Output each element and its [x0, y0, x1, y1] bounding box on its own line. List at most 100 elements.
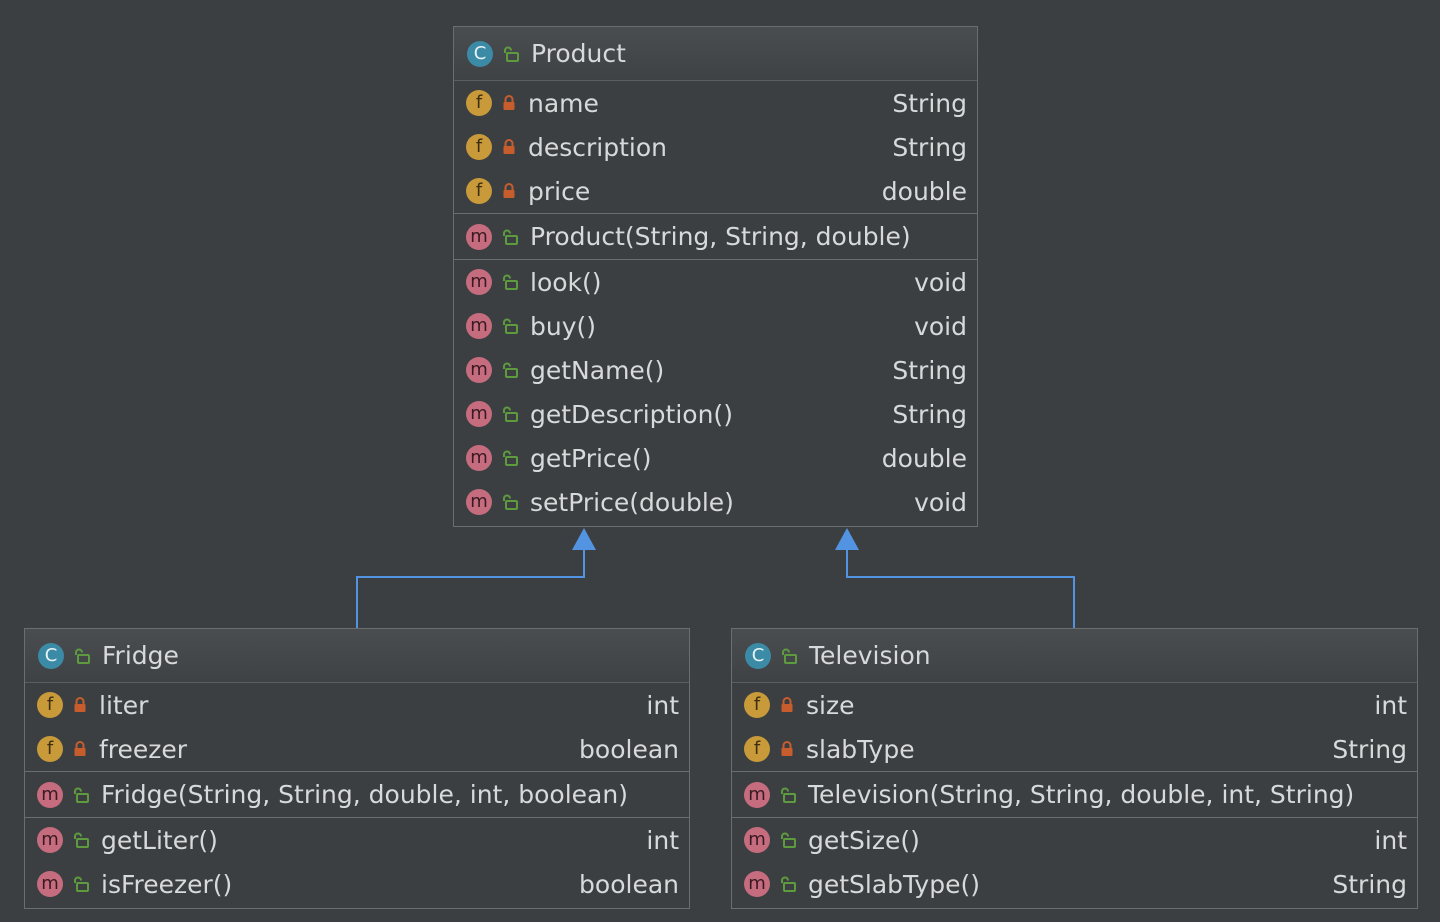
private-lock-icon: [73, 741, 87, 757]
field-name: description: [528, 132, 668, 162]
method-type: void: [914, 267, 967, 297]
method-row[interactable]: m look() void: [454, 260, 977, 304]
method-type: String: [892, 399, 967, 429]
fridge-arrowhead: [572, 528, 596, 550]
class-badge-icon: C: [745, 642, 771, 669]
public-unlock-icon: [73, 876, 89, 892]
class-header[interactable]: C Fridge: [25, 629, 689, 683]
method-row[interactable]: m setPrice(double) void: [454, 480, 977, 524]
public-unlock-icon: [73, 832, 89, 848]
field-badge-icon: f: [466, 90, 492, 116]
television-arrowhead: [835, 528, 859, 550]
private-lock-icon: [780, 741, 794, 757]
method-badge-icon: m: [744, 871, 770, 897]
public-unlock-icon: [780, 832, 796, 848]
field-row[interactable]: f slabType String: [732, 727, 1417, 771]
constructor-name: Television(String, String, double, int, …: [808, 780, 1355, 809]
method-badge-icon: m: [466, 313, 492, 339]
public-unlock-icon: [73, 787, 89, 803]
public-unlock-icon: [781, 648, 797, 664]
method-name: setPrice(double): [530, 487, 734, 517]
public-unlock-icon: [780, 876, 796, 892]
field-type: boolean: [579, 734, 679, 764]
method-badge-icon: m: [466, 357, 492, 383]
method-badge-icon: m: [466, 269, 492, 295]
class-badge-icon: C: [38, 642, 64, 669]
constructor-name: Fridge(String, String, double, int, bool…: [101, 780, 628, 809]
method-badge-icon: m: [466, 401, 492, 427]
field-type: String: [1332, 734, 1407, 764]
class-header[interactable]: C Television: [732, 629, 1417, 683]
private-lock-icon: [73, 697, 87, 713]
method-badge-icon: m: [466, 223, 492, 250]
method-type: void: [914, 311, 967, 341]
field-name: freezer: [99, 734, 188, 764]
public-unlock-icon: [502, 274, 518, 290]
field-name: price: [528, 176, 591, 206]
field-type: int: [646, 690, 679, 720]
method-badge-icon: m: [466, 489, 492, 515]
method-name: look(): [530, 267, 602, 297]
field-badge-icon: f: [744, 692, 770, 718]
constructor-name: Product(String, String, double): [530, 222, 911, 251]
field-type: int: [1374, 690, 1407, 720]
constructors-section: m Product(String, String, double): [454, 214, 977, 260]
method-type: int: [1374, 825, 1407, 855]
method-row[interactable]: m buy() void: [454, 304, 977, 348]
class-name: Television: [809, 641, 931, 670]
public-unlock-icon: [502, 450, 518, 466]
public-unlock-icon: [503, 46, 519, 62]
method-name: getLiter(): [101, 825, 218, 855]
field-name: size: [806, 690, 855, 720]
class-name: Fridge: [102, 641, 179, 670]
field-badge-icon: f: [37, 692, 63, 718]
field-badge-icon: f: [466, 134, 492, 160]
fridge-extends-product-edge[interactable]: [356, 548, 585, 628]
field-row[interactable]: f size int: [732, 683, 1417, 727]
method-type: void: [914, 487, 967, 517]
method-type: boolean: [579, 869, 679, 899]
method-type: String: [892, 355, 967, 385]
method-badge-icon: m: [466, 445, 492, 471]
public-unlock-icon: [502, 229, 518, 245]
method-row[interactable]: m getPrice() double: [454, 436, 977, 480]
method-badge-icon: m: [37, 781, 63, 808]
constructor-row[interactable]: m Fridge(String, String, double, int, boo…: [25, 772, 689, 817]
field-name: slabType: [806, 734, 915, 764]
field-badge-icon: f: [744, 736, 770, 762]
constructor-row[interactable]: m Product(String, String, double): [454, 214, 977, 259]
method-type: String: [1332, 869, 1407, 899]
method-name: getPrice(): [530, 443, 652, 473]
public-unlock-icon: [780, 787, 796, 803]
method-name: buy(): [530, 311, 597, 341]
fields-section: f size int f slabType String: [732, 683, 1417, 772]
method-badge-icon: m: [744, 827, 770, 853]
method-type: double: [881, 443, 967, 473]
method-name: isFreezer(): [101, 869, 233, 899]
field-type: String: [892, 88, 967, 118]
private-lock-icon: [502, 139, 516, 155]
private-lock-icon: [502, 183, 516, 199]
field-badge-icon: f: [466, 178, 492, 204]
television-extends-product-edge[interactable]: [846, 548, 1075, 628]
